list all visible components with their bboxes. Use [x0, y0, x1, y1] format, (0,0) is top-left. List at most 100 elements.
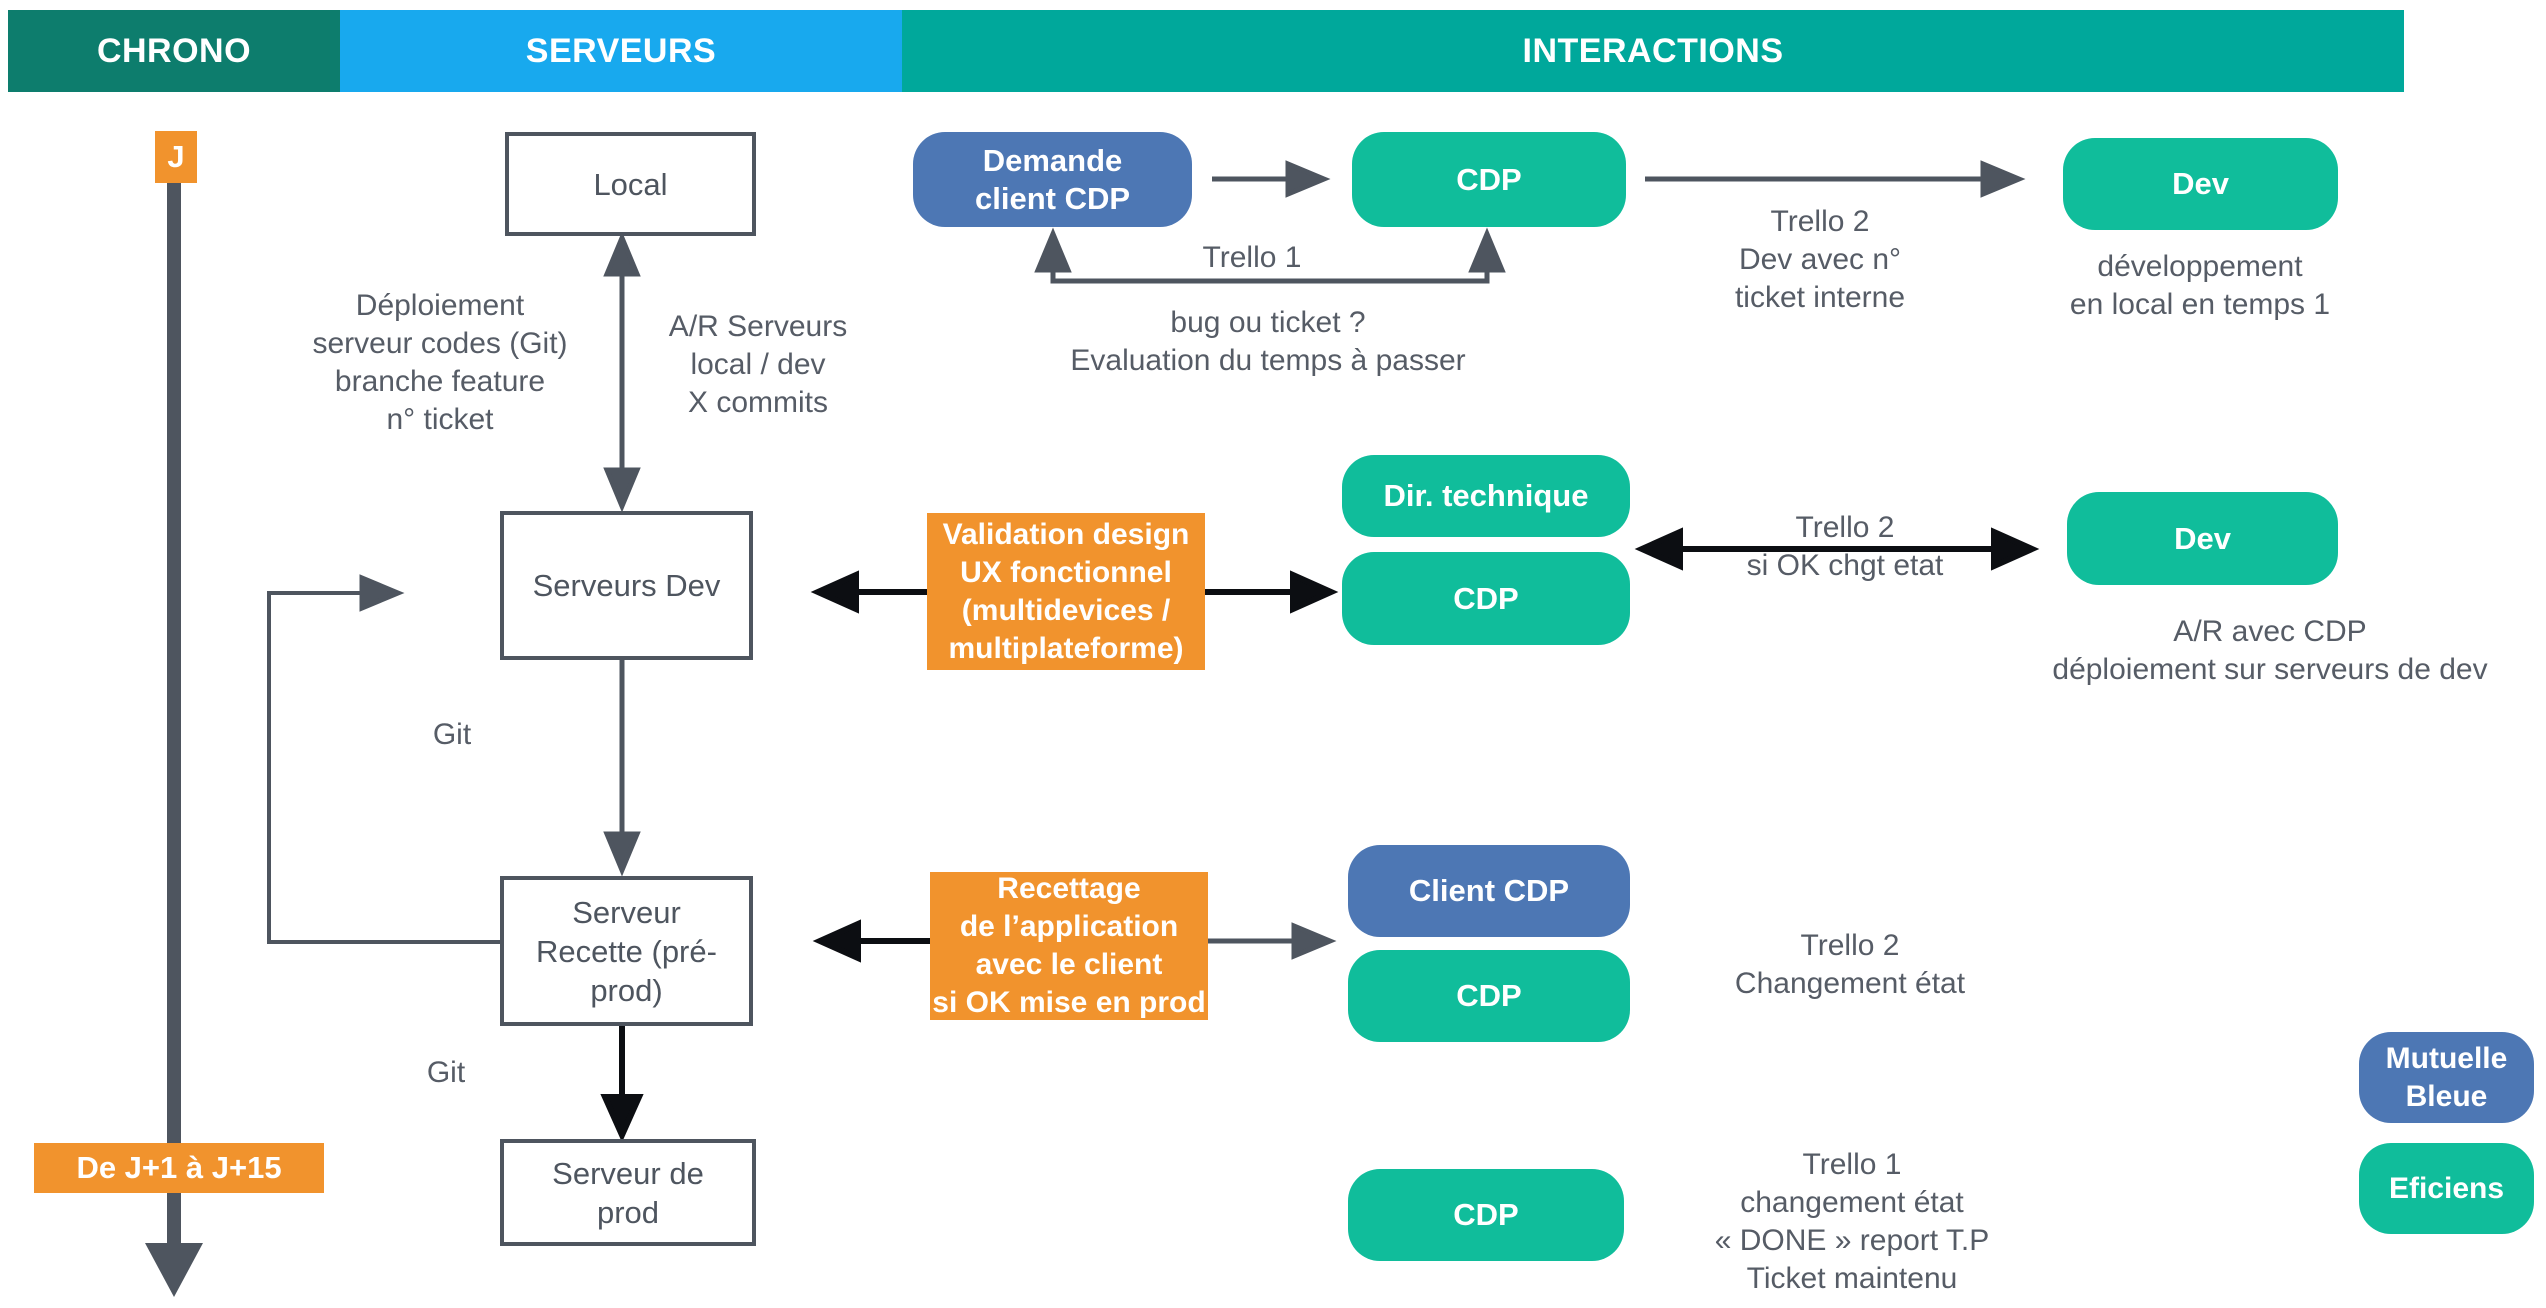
legend-line: Mutuelle — [2385, 1041, 2508, 1075]
note-ar-cdp: A/R avec CDP déploiement sur serveurs de… — [2052, 613, 2487, 689]
server-dev-label: Serveurs Dev — [532, 568, 721, 603]
header-chrono-label: CHRONO — [96, 31, 252, 70]
step-line: de l’application — [959, 910, 1179, 943]
note-line: local / dev — [690, 348, 826, 381]
step-line: avec le client — [975, 948, 1163, 981]
step-line: Recettage — [997, 872, 1141, 905]
header-chrono: CHRONO — [8, 10, 340, 92]
header-serveurs: SERVEURS — [340, 10, 902, 92]
arrowhead-up-icon — [1468, 227, 1506, 273]
actor-cdp-top: CDP — [1352, 132, 1626, 227]
note-line: déploiement sur serveurs de dev — [2052, 653, 2488, 686]
note-line: A/R avec CDP — [2173, 615, 2367, 648]
server-box-recette: Serveur Recette (pré- prod) — [500, 876, 753, 1026]
actor-line: Dev — [2172, 166, 2229, 201]
step-line: Validation design — [942, 517, 1190, 551]
step-validation-design: Validation design UX fonctionnel (multid… — [927, 513, 1205, 670]
actor-cdp-recette: CDP — [1348, 950, 1630, 1042]
arrowhead-left-icon — [810, 570, 859, 614]
note-bug-ou-ticket: bug ou ticket ? Evaluation du temps à pa… — [1070, 304, 1465, 380]
chrono-range-badge: De J+1 à J+15 — [34, 1143, 324, 1193]
actor-line: Dir. technique — [1383, 478, 1589, 513]
note-line: Déploiement — [355, 289, 525, 322]
note-git-1: Git — [433, 716, 471, 754]
step-recettage: Recettage de l’application avec le clien… — [930, 872, 1208, 1020]
note-trello1-done: Trello 1 changement état « DONE » report… — [1715, 1146, 1990, 1298]
note-line: n° ticket — [386, 403, 494, 436]
note-line: « DONE » report T.P — [1714, 1224, 1990, 1257]
note-line: Evaluation du temps à passer — [1070, 344, 1466, 377]
actor-line: Demande — [982, 142, 1123, 178]
note-line: Dev avec n° — [1738, 243, 1902, 276]
chrono-arrowhead-icon — [145, 1243, 203, 1297]
chrono-start-badge: J — [155, 131, 197, 183]
legend-line: Bleue — [2405, 1079, 2488, 1113]
server-prod-line: prod — [596, 1194, 660, 1230]
actor-line: Client CDP — [1408, 873, 1570, 908]
note-line: si OK chgt etat — [1746, 549, 1944, 582]
chrono-timeline-bar — [167, 180, 181, 1243]
chrono-start-label: J — [167, 139, 185, 174]
note-line: A/R Serveurs — [668, 310, 848, 343]
arrow-recette-loopback — [267, 591, 500, 944]
actor-dev-mid: Dev — [2067, 492, 2338, 585]
server-recette-line: prod) — [590, 972, 663, 1008]
note-line: Trello 1 — [1802, 1148, 1902, 1181]
note-line: serveur codes (Git) — [312, 327, 568, 360]
actor-demande-client-cdp: Demande client CDP — [913, 132, 1192, 227]
arrowhead-down-icon — [603, 467, 641, 513]
note-deploiement: Déploiement serveur codes (Git) branche … — [312, 287, 567, 439]
server-box-prod: Serveur de prod — [500, 1139, 756, 1246]
server-box-local: Local — [505, 132, 756, 236]
actor-line: client CDP — [974, 180, 1131, 216]
note-line: Trello 1 — [1202, 241, 1302, 274]
step-line: (multidevices / — [961, 593, 1171, 627]
actor-line: Dev — [2174, 520, 2231, 556]
note-ar-serveurs: A/R Serveurs local / dev X commits — [669, 308, 847, 422]
note-line: Changement état — [1734, 967, 1966, 1000]
arrowhead-right-icon — [1980, 160, 2026, 198]
arrowhead-right-icon — [1285, 160, 1331, 198]
note-line: en local en temps 1 — [2069, 288, 2331, 321]
actor-line: CDP — [1456, 161, 1522, 197]
note-line: bug ou ticket ? — [1170, 306, 1366, 339]
arrowhead-down-icon — [603, 831, 641, 877]
note-trello2-chgt: Trello 2 si OK chgt etat — [1747, 509, 1944, 585]
step-line: UX fonctionnel — [960, 555, 1172, 589]
legend-line: Eficiens — [2388, 1171, 2505, 1205]
actor-line: CDP — [1453, 580, 1519, 616]
note-line: changement état — [1740, 1186, 1964, 1219]
note-line: X commits — [687, 386, 829, 419]
actor-cdp-bottom: CDP — [1348, 1169, 1624, 1261]
note-dev-local: développement en local en temps 1 — [2070, 248, 2330, 324]
note-trello2-etat: Trello 2 Changement état — [1735, 927, 1965, 1003]
note-line: Trello 2 — [1795, 511, 1895, 544]
note-line: développement — [2097, 250, 2303, 283]
arrowhead-up-icon — [603, 231, 641, 277]
actor-cdp-mid: CDP — [1342, 552, 1630, 645]
note-trello1-top: Trello 1 — [1203, 239, 1302, 277]
note-line: Trello 2 — [1800, 929, 1900, 962]
arrowhead-up-icon — [1034, 227, 1072, 273]
note-trello2-dev: Trello 2 Dev avec n° ticket interne — [1735, 203, 1905, 317]
arrowhead-left-icon — [812, 919, 861, 963]
step-line: multiplateforme) — [948, 631, 1184, 665]
note-line: ticket interne — [1734, 281, 1906, 314]
note-line: branche feature — [334, 365, 546, 398]
server-box-serveurs-dev: Serveurs Dev — [500, 511, 753, 660]
server-prod-line: Serveur de — [552, 1155, 704, 1191]
arrowhead-down-icon — [600, 1094, 644, 1143]
header-interactions-label: INTERACTIONS — [1522, 31, 1784, 70]
actor-line: CDP — [1453, 1197, 1519, 1232]
legend-eficiens: Eficiens — [2359, 1143, 2534, 1234]
arrowhead-right-icon — [359, 574, 405, 612]
arrowhead-right-icon — [1991, 527, 2040, 571]
note-line: Ticket maintenu — [1746, 1262, 1958, 1295]
actor-line: CDP — [1456, 978, 1522, 1013]
note-line: Git — [432, 718, 472, 751]
actor-client-cdp: Client CDP — [1348, 845, 1630, 937]
note-git-2: Git — [427, 1054, 465, 1092]
actor-dir-technique: Dir. technique — [1342, 455, 1630, 537]
